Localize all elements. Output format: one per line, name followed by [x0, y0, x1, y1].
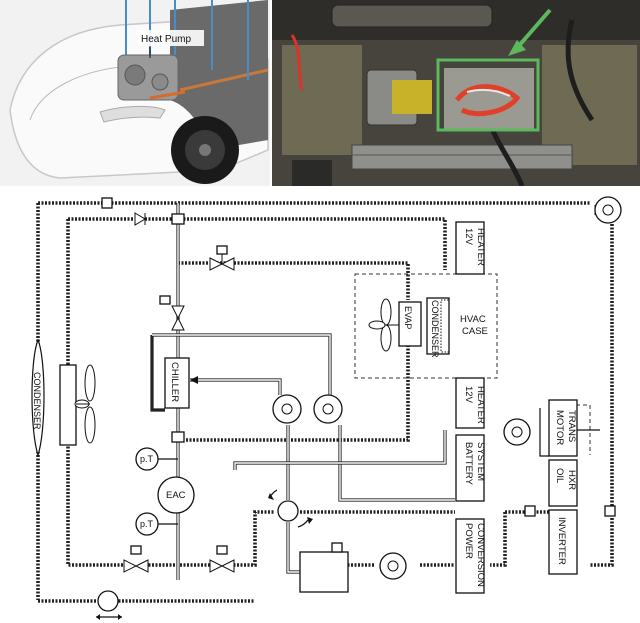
svg-text:INVERTER: INVERTER — [556, 517, 567, 565]
hvac-case-outline — [354, 273, 498, 379]
heater-bottom: 12V HEATER — [455, 377, 486, 429]
accumulator-icon — [96, 590, 122, 620]
pt-sensor-top: p.T — [135, 447, 178, 471]
refrigerant-lines — [36, 201, 614, 603]
oil-hxr: OIL HXR — [548, 459, 578, 507]
svg-text:p.T: p.T — [140, 454, 154, 464]
svg-text:12V: 12V — [463, 386, 474, 404]
outer-condenser: CONDENSER — [31, 338, 77, 457]
svg-text:12V: 12V — [463, 228, 474, 246]
check-valve-top — [134, 212, 146, 226]
svg-text:HXR: HXR — [566, 470, 577, 490]
hvac-case-label-1: HVAC — [460, 314, 486, 325]
expansion-valve-bottom-left — [123, 545, 149, 573]
svg-text:HEATER: HEATER — [475, 386, 486, 424]
svg-text:EVAP: EVAP — [403, 306, 413, 329]
tee-inverter — [524, 505, 536, 517]
tee-top — [101, 197, 113, 209]
heat-pump-callout: Heat Pump — [141, 34, 191, 45]
vehicle-cutaway-photo: Heat Pump — [0, 0, 270, 186]
expansion-valve-top — [209, 245, 235, 271]
svg-text:OIL: OIL — [554, 468, 565, 483]
inner-condenser: CONDENSER — [426, 297, 450, 358]
eac-compressor: EAC — [157, 476, 195, 514]
coolant-reservoir — [299, 542, 349, 593]
svg-text:p.T: p.T — [140, 519, 154, 529]
condenser-fan-icon — [74, 364, 96, 444]
tee-chiller-top — [171, 213, 185, 225]
flow-arrow-icon — [190, 376, 198, 384]
svg-text:TRANS: TRANS — [566, 410, 577, 442]
thermal-system-schematic: 12V HEATER HVAC CASE CONDENSER EVAP 12V … — [31, 196, 622, 620]
svg-text:CONVERSION: CONVERSION — [475, 523, 486, 587]
pump-top-right-icon — [594, 196, 622, 224]
svg-text:EAC: EAC — [166, 490, 186, 501]
svg-text:CONDENSER: CONDENSER — [32, 372, 42, 430]
pt-sensor-bottom: p.T — [135, 512, 178, 536]
svg-text:CHILLER: CHILLER — [169, 362, 180, 402]
hvac-case-label-2: CASE — [462, 326, 488, 337]
tee-chiller-bottom — [171, 431, 185, 443]
heater-top: 12V HEATER — [455, 221, 486, 275]
battery-system: BATTERY SYSTEM — [455, 434, 486, 502]
svg-text:CONDENSER: CONDENSER — [430, 300, 440, 358]
svg-text:HEATER: HEATER — [475, 228, 486, 266]
octovalve-icon — [268, 489, 313, 528]
motor-trans: MOTOR TRANS — [548, 399, 578, 457]
pump-chiller-left-icon — [272, 394, 302, 424]
tee-right — [604, 505, 616, 517]
chiller: CHILLER — [164, 357, 190, 409]
pump-chiller-right-icon — [313, 394, 343, 424]
svg-text:MOTOR: MOTOR — [554, 410, 565, 445]
svg-text:SYSTEM: SYSTEM — [475, 442, 486, 481]
engine-bay-photo — [272, 0, 640, 186]
inverter: INVERTER — [548, 509, 578, 575]
pump-motor-icon — [503, 418, 531, 446]
power-conversion: POWER CONVERSION — [455, 518, 486, 594]
evaporator: EVAP — [398, 301, 422, 347]
svg-text:POWER: POWER — [463, 523, 474, 559]
svg-text:BATTERY: BATTERY — [463, 442, 474, 486]
expansion-valve-mid — [159, 295, 185, 331]
pump-bottom-icon — [379, 552, 407, 580]
expansion-valve-bottom-right — [209, 545, 235, 573]
evap-fan-icon — [368, 298, 399, 352]
